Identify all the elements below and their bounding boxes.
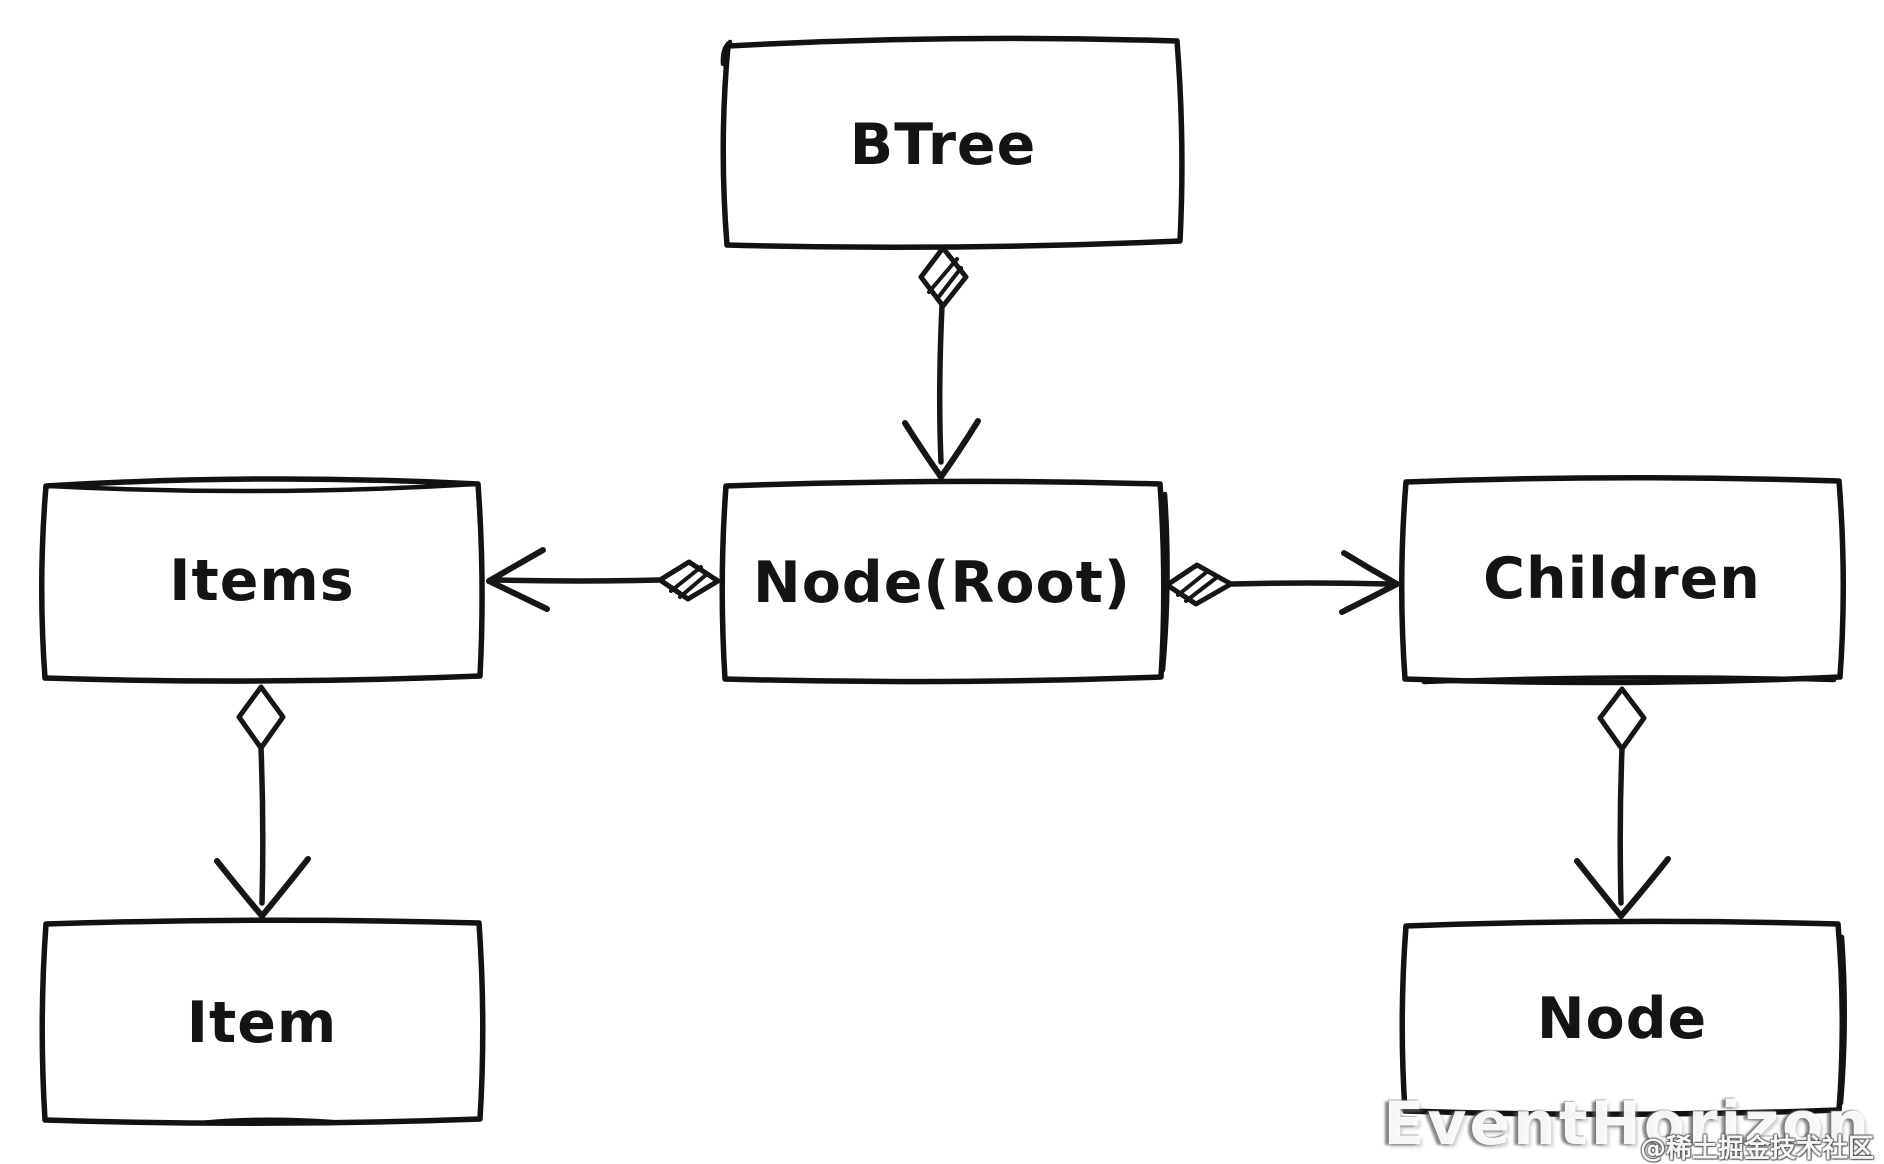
box-overdraw-stroke <box>1421 675 1837 685</box>
node-label-node: Node <box>1537 986 1707 1052</box>
edge-noderoot-to-items <box>486 547 721 612</box>
edge-children-to-node <box>1574 686 1671 919</box>
node-box-item: Item <box>39 917 486 1127</box>
box-overdraw-stroke <box>45 481 480 494</box>
node-box-btree: BTree <box>720 35 1185 250</box>
aggregation-diamond-icon <box>1597 686 1647 752</box>
diamond-hatch-lines <box>669 565 709 599</box>
aggregation-diamond-icon <box>1164 562 1234 607</box>
arrowhead-icon <box>1574 856 1671 919</box>
node-box-node-root: Node(Root) <box>719 478 1170 685</box>
edge-items-to-item <box>214 684 311 919</box>
node-box-children: Children <box>1398 474 1847 686</box>
box-outline <box>39 476 485 684</box>
edge-line <box>258 745 266 906</box>
node-box-items: Items <box>39 476 485 684</box>
box-outline <box>719 478 1167 685</box>
arrowhead-icon <box>1339 550 1400 615</box>
edge-line <box>1617 746 1625 906</box>
arrowhead-icon <box>902 418 981 480</box>
node-label-node-root: Node(Root) <box>753 550 1131 616</box>
box-outline <box>1398 474 1847 686</box>
node-label-children: Children <box>1483 546 1761 612</box>
edge-line <box>1228 580 1392 587</box>
edge-line <box>494 577 663 584</box>
diamond-hatch-lines <box>1176 569 1218 603</box>
box-outline <box>720 35 1185 250</box>
node-label-item: Item <box>187 990 338 1056</box>
node-label-btree: BTree <box>850 112 1037 178</box>
aggregation-diamond-icon <box>236 684 286 751</box>
diamond-hatch-lines <box>927 257 963 301</box>
box-outline <box>39 917 486 1127</box>
edge-btree-to-noderoot <box>902 245 981 480</box>
node-label-items: Items <box>169 548 354 614</box>
box-overdraw-stroke <box>197 1117 335 1126</box>
node-box-node: Node <box>1399 918 1848 1118</box>
box-overdraw-stroke <box>1838 934 1848 1106</box>
watermark-community: @稀土掘金技术社区 <box>1639 1134 1874 1164</box>
edge-noderoot-to-children <box>1164 550 1400 615</box>
box-overdraw-stroke <box>720 39 733 67</box>
box-overdraw-stroke <box>1160 491 1170 673</box>
arrowhead-icon <box>214 856 311 919</box>
watermark-eventhorizon: EventHorizon <box>1383 1089 1872 1159</box>
box-outline <box>1399 918 1845 1118</box>
arrowhead-icon <box>486 547 550 612</box>
edge-line <box>936 303 945 465</box>
aggregation-diamond-icon <box>657 559 721 602</box>
